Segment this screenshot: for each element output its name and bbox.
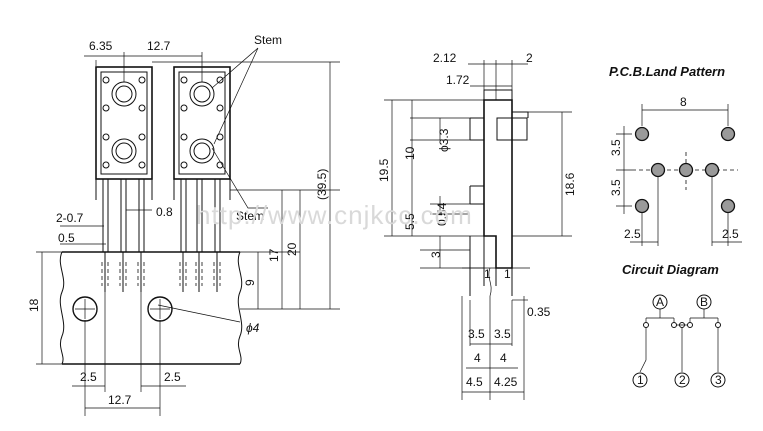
dim-3: 3 [429,251,443,258]
pcb-pad [634,198,650,214]
dim-0-8: 0.8 [156,205,173,219]
side-body [483,99,513,269]
front-view: 6.35 12.7 Stem Stem 2-0.7 0.5 0.8 18 9 1… [27,33,340,416]
dim-18-6: 18.6 [563,172,577,196]
dim-phi-4: ϕ4 [246,321,260,335]
dim-4-left: 4 [474,351,481,365]
stem-left-lower [111,138,137,164]
circuit-pin-3 [710,372,726,388]
dim-12-7-top: 12.7 [147,39,171,53]
dim-12-7-bottom: 12.7 [108,393,132,407]
dim-5-5: 5.5 [403,213,417,230]
dim-17: 17 [267,248,281,262]
side-stem [496,117,528,141]
pcb-pad [720,126,736,142]
pcb-dim-3-5-bottom: 3.5 [609,179,623,196]
pcb-pad [634,126,650,142]
side-view: 2.12 2 1.72 19.5 10 ϕ3.3 0.54 5.5 3 18.6… [377,51,577,400]
dim-1-72: 1.72 [446,73,470,87]
dim-2: 2 [526,51,533,65]
pcb-dim-2-5-right: 2.5 [722,227,739,241]
dim-2-5-right: 2.5 [164,370,181,384]
dim-20: 20 [285,242,299,256]
pcb-dim-2-5-left: 2.5 [624,227,641,241]
dim-1-right: 1 [504,267,511,281]
circuit-pin-1-label: 1 [637,373,644,387]
dim-39-5: (39.5) [315,169,329,200]
dim-18: 18 [27,298,41,312]
stem-label-mid: Stem [236,209,264,223]
pcb-dim-3-5-top: 3.5 [609,139,623,156]
circuit-diagram: Circuit Diagram A B 1 2 3 [622,262,726,388]
pcb-title: P.C.B.Land Pattern [609,64,725,79]
dim-2-12: 2.12 [433,51,457,65]
circuit-pin-2 [674,372,690,388]
dim-0-35: 0.35 [527,305,551,319]
dim-2-0-7: 2-0.7 [56,211,84,225]
dim-phi-3-3: ϕ3.3 [437,128,451,152]
circuit-label-b: B [700,295,708,309]
dim-1-left: 1 [484,267,491,281]
dim-0-5: 0.5 [58,231,75,245]
stem-label-top: Stem [254,33,282,47]
dim-3-5-left: 3.5 [468,327,485,341]
circuit-pin-3-label: 3 [715,373,722,387]
pcb-dim-8: 8 [680,95,687,109]
dim-4-right: 4 [500,351,507,365]
dim-2-5-left: 2.5 [80,370,97,384]
pcb-pad [678,162,694,178]
dim-3-5-right: 3.5 [494,327,511,341]
pcb-pad [720,198,736,214]
circuit-pin-1 [632,372,648,388]
dim-4-5: 4.5 [466,375,483,389]
dim-9: 9 [243,279,257,286]
dim-6-35: 6.35 [89,39,113,53]
pcb-land-pattern: P.C.B.Land Pattern 8 3.5 3.5 2.5 2.5 [609,64,742,246]
circuit-pin-2-label: 2 [679,373,686,387]
dim-19-5: 19.5 [377,158,391,182]
circuit-label-a: A [656,295,664,309]
pcb-pad [650,162,666,178]
pcb-pad [704,162,720,178]
watermark: http://www.cnjkcc.com [196,200,473,230]
dim-4-25: 4.25 [494,375,518,389]
circuit-title: Circuit Diagram [622,262,719,277]
dim-0-54: 0.54 [435,202,449,226]
dim-10: 10 [403,146,417,160]
